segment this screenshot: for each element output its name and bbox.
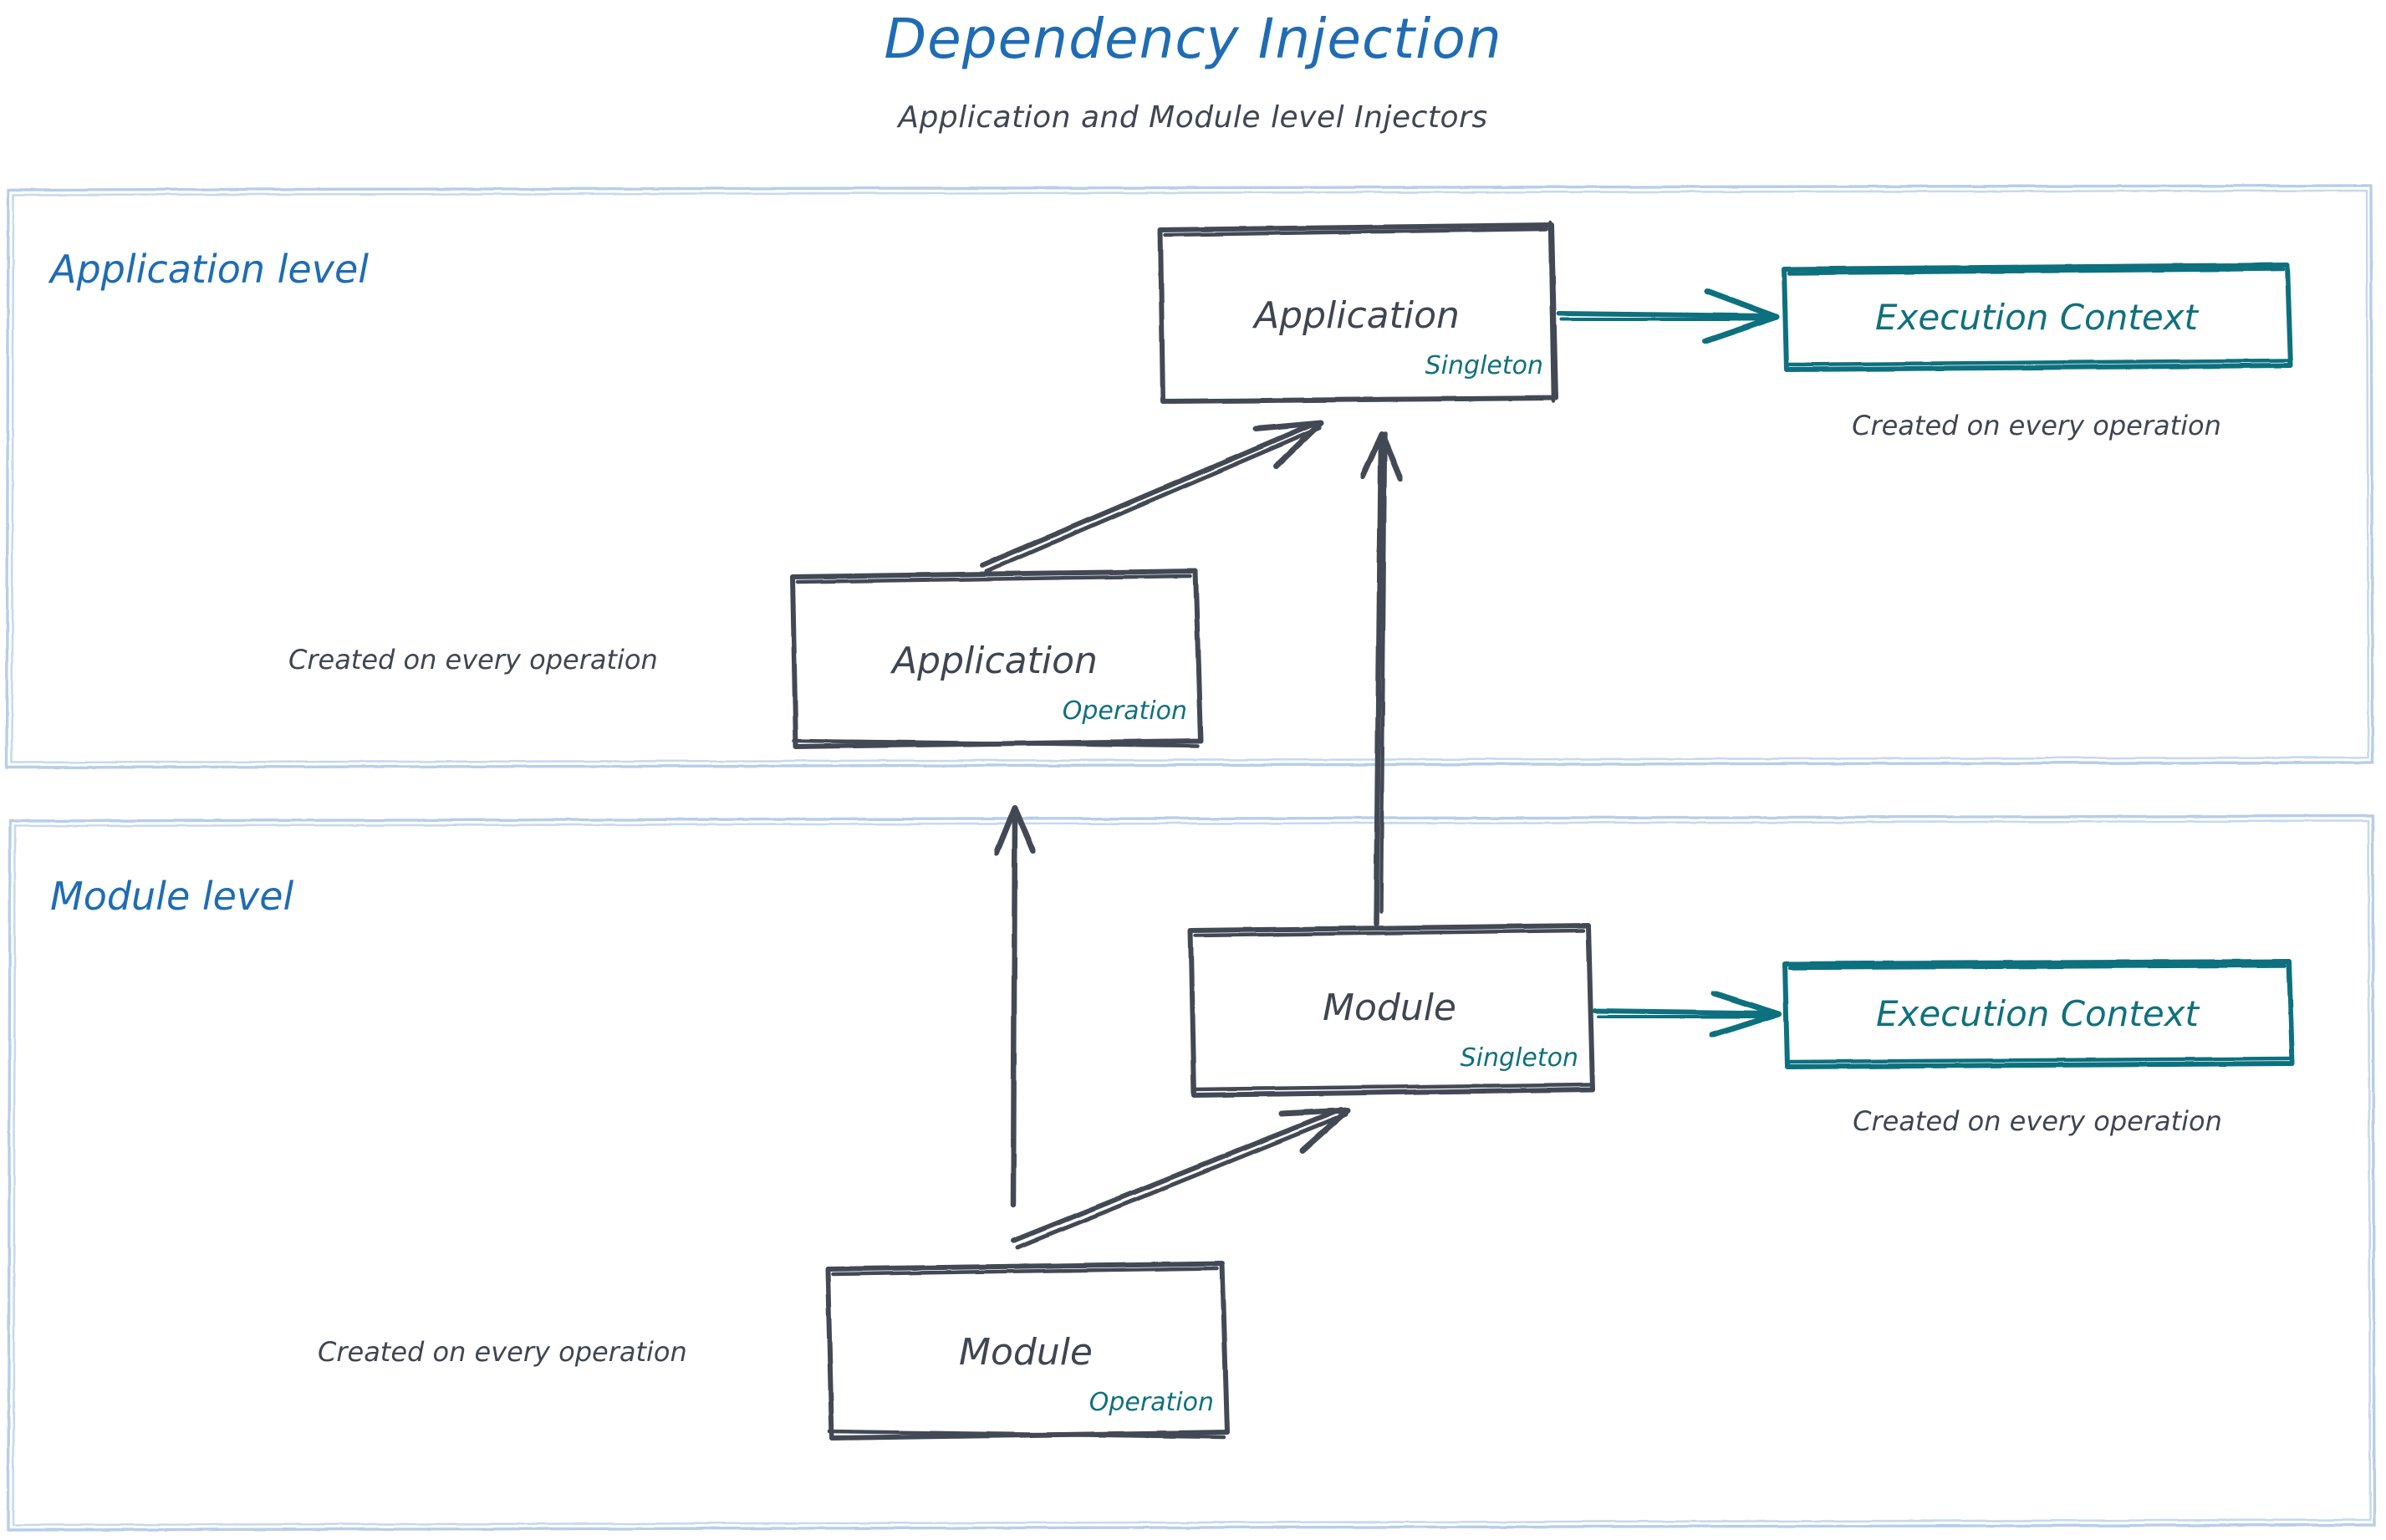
node-application-execution-context-shape[interactable] — [1782, 263, 2293, 372]
edge-app-singleton-to-exec-context — [1557, 288, 1780, 344]
node-application-operation[interactable] — [793, 571, 1201, 747]
section-container-application-level — [5, 184, 2374, 769]
node-application-operation-shape[interactable] — [790, 569, 1203, 749]
node-module-operation-shape[interactable] — [825, 1261, 1230, 1441]
edge-module-singleton-to-exec-context — [1593, 990, 1782, 1038]
node-module-singleton-shape[interactable] — [1188, 923, 1595, 1098]
edge-app-operation-to-app-singleton — [980, 420, 1324, 574]
edge-module-operation-to-module-singleton — [1011, 1107, 1351, 1250]
node-application-execution-context[interactable] — [1784, 265, 2291, 370]
section-container-module-level — [7, 814, 2376, 1532]
node-module-execution-context[interactable] — [1785, 961, 2292, 1067]
edge-module-singleton-to-app-singleton — [1359, 431, 1404, 927]
edge-module-operation-to-app-operation — [993, 804, 1037, 1208]
node-application-singleton[interactable] — [1160, 225, 1556, 401]
node-module-operation[interactable] — [828, 1263, 1227, 1438]
node-application-singleton-shape[interactable] — [1158, 220, 1558, 404]
node-module-singleton[interactable] — [1190, 926, 1593, 1095]
node-module-execution-context-shape[interactable] — [1782, 959, 2295, 1069]
